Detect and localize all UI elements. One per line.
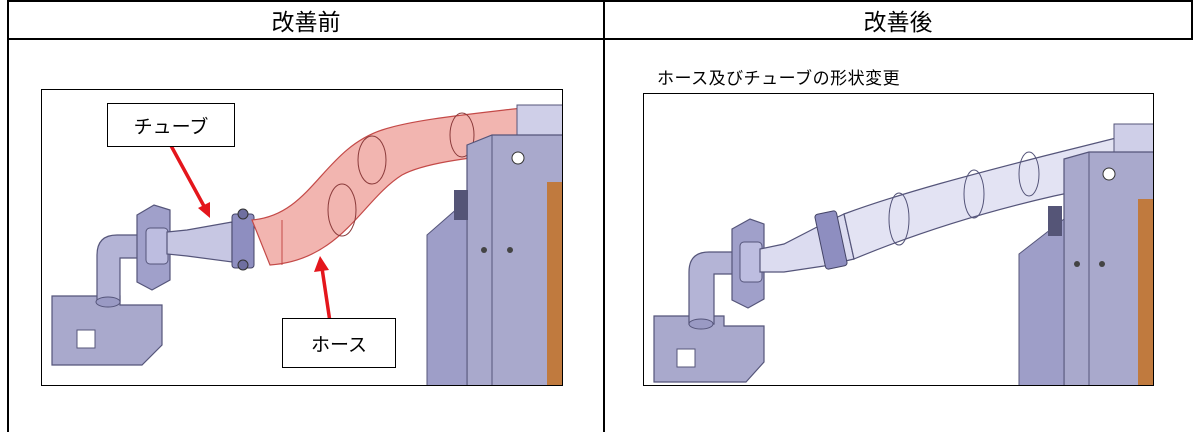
callout-hose: ホース: [282, 318, 396, 368]
after-caption: ホース及びチューブの形状変更: [657, 69, 901, 89]
table-border-middle: [603, 38, 605, 432]
comparison-table: 改善前 改善後: [7, 0, 1193, 432]
header-before: 改善前: [7, 0, 605, 40]
after-diagram-frame: [643, 93, 1154, 386]
after-diagram: [653, 123, 1153, 385]
table-border-left: [7, 38, 9, 432]
callout-tube: チューブ: [107, 103, 235, 147]
header-after: 改善後: [603, 0, 1193, 40]
before-diagram: [51, 104, 562, 385]
